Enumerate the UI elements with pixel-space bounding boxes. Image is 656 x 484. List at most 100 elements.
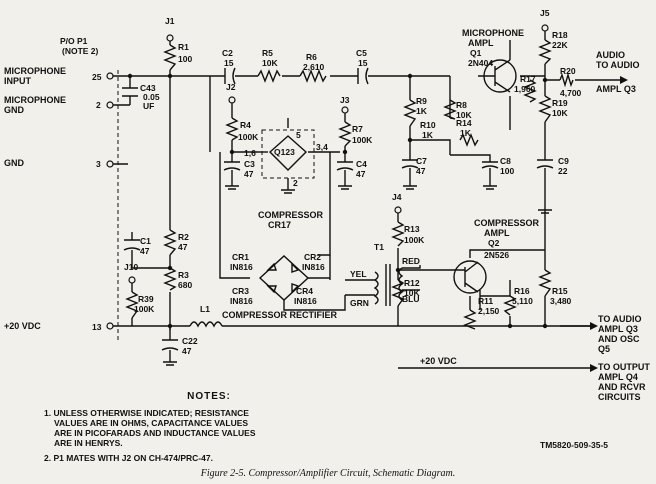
label-r7: R7 <box>352 124 363 134</box>
connector-pins <box>106 24 549 330</box>
label-r11v: 2,150 <box>478 306 500 316</box>
label-to-q3-3: AND OSC <box>598 334 640 344</box>
r20-symbol <box>559 72 574 88</box>
label-q123: Q123 <box>274 147 295 157</box>
label-pin25: 25 <box>92 72 102 82</box>
label-r6v: 2,610 <box>303 62 325 72</box>
r39-symbol <box>125 291 139 319</box>
label-j2: J2 <box>226 82 236 92</box>
label-c9: C9 <box>558 156 569 166</box>
t1-transformer-symbol <box>373 264 404 306</box>
c2-symbol <box>224 67 236 85</box>
label-r4v: 100K <box>238 132 259 142</box>
label-r15: R15 <box>552 286 568 296</box>
label-q1: Q1 <box>470 48 482 58</box>
label-q2: Q2 <box>488 238 500 248</box>
label-cr2v: IN816 <box>302 262 325 272</box>
label-mic-amp-2: AMPL <box>468 38 494 48</box>
c1-symbol <box>123 239 141 251</box>
label-c5: C5 <box>356 48 367 58</box>
label-n34: 3,4 <box>316 142 328 152</box>
label-r39: R39 <box>138 294 154 304</box>
label-r14: R14 <box>456 118 472 128</box>
label-r17v: 1,960 <box>514 84 536 94</box>
label-l1: L1 <box>200 304 210 314</box>
label-cr1: CR1 <box>232 252 249 262</box>
label-audio-3: AMPL Q3 <box>596 84 636 94</box>
label-grn: GRN <box>350 298 369 308</box>
label-yel: YEL <box>350 269 367 279</box>
label-r20v: 4,700 <box>560 88 582 98</box>
label-r3v: 680 <box>178 280 192 290</box>
r16-symbol <box>503 295 517 316</box>
q123-box <box>261 129 315 179</box>
label-r14v: 1K <box>460 128 472 138</box>
tm-number: TM5820-509-35-5 <box>540 440 609 450</box>
label-to-q4-3: AND RCVR <box>598 382 646 392</box>
label-r19v: 10K <box>552 108 568 118</box>
label-r5v: 10K <box>262 58 278 68</box>
note-1-line-3: ARE IN PICOFARADS AND INDUCTANCE VALUES <box>54 428 256 438</box>
label-r3: R3 <box>178 270 189 280</box>
label-comp-rect: COMPRESSOR RECTIFIER <box>222 310 338 320</box>
notes-block: NOTES: 1. UNLESS OTHERWISE INDICATED; RE… <box>44 392 374 468</box>
label-r12v: 10K <box>404 288 420 298</box>
label-r2v: 47 <box>178 242 188 252</box>
label-cr4: CR4 <box>296 286 313 296</box>
label-r5: R5 <box>262 48 273 58</box>
c7-symbol <box>401 159 419 169</box>
label-j4: J4 <box>392 192 402 202</box>
r15-symbol <box>538 269 552 297</box>
r17-symbol <box>523 79 537 103</box>
label-mic-input-1: MICROPHONE <box>4 66 66 76</box>
q1-transistor-symbol <box>483 59 517 93</box>
label-n5: 5 <box>296 130 301 140</box>
note-1-line-4: ARE IN HENRYS. <box>54 438 123 448</box>
q123-diamond <box>268 135 308 171</box>
c5-symbol <box>357 67 369 85</box>
label-p0p1: P/O P1 <box>60 36 88 46</box>
capacitor-symbols <box>122 67 554 351</box>
label-cr4v: IN816 <box>294 296 317 306</box>
r9-symbol <box>403 99 417 127</box>
component-labels: J1 P/O P1 (NOTE 2) MICROPHONE INPUT MICR… <box>4 8 650 402</box>
r11-symbol <box>463 309 477 330</box>
r4-symbol <box>225 117 239 141</box>
label-c1: C1 <box>140 236 151 246</box>
label-audio-1: AUDIO <box>596 50 625 60</box>
resistor-symbols <box>125 39 574 330</box>
label-gnd: GND <box>4 158 25 168</box>
label-blu: BLU <box>402 294 419 304</box>
r18-symbol <box>538 39 552 65</box>
output-arrows <box>590 76 628 372</box>
r2-symbol <box>163 229 177 256</box>
label-j10: J10 <box>124 262 138 272</box>
r7-symbol <box>338 121 352 147</box>
c43-symbol <box>122 87 138 97</box>
label-c22v: 47 <box>182 346 192 356</box>
label-c7: C7 <box>416 156 427 166</box>
label-j1: J1 <box>165 16 175 26</box>
label-r7v: 100K <box>352 135 373 145</box>
junction-dots <box>127 73 548 329</box>
label-j3: J3 <box>340 95 350 105</box>
label-to-q3-4: Q5 <box>598 344 610 354</box>
c8-symbol <box>481 161 499 169</box>
label-c2v: 15 <box>224 58 234 68</box>
label-comp-amp-2: AMPL <box>484 228 510 238</box>
label-r16: R16 <box>514 286 530 296</box>
label-cr2: CR2 <box>304 252 321 262</box>
label-to-q3-2: AMPL Q3 <box>598 324 638 334</box>
r1-symbol <box>163 44 177 71</box>
label-r13v: 100K <box>404 235 425 245</box>
label-mic-input-2: INPUT <box>4 76 32 86</box>
label-c43u: UF <box>143 101 154 111</box>
label-r1: R1 <box>178 42 189 52</box>
label-c43v: 0.05 <box>143 92 160 102</box>
r6-symbol <box>299 69 327 83</box>
r5-symbol <box>257 69 281 83</box>
label-r2: R2 <box>178 232 189 242</box>
label-mic-gnd-1: MICROPHONE <box>4 95 66 105</box>
note-1-line-1: 1. UNLESS OTHERWISE INDICATED; RESISTANC… <box>44 408 249 418</box>
